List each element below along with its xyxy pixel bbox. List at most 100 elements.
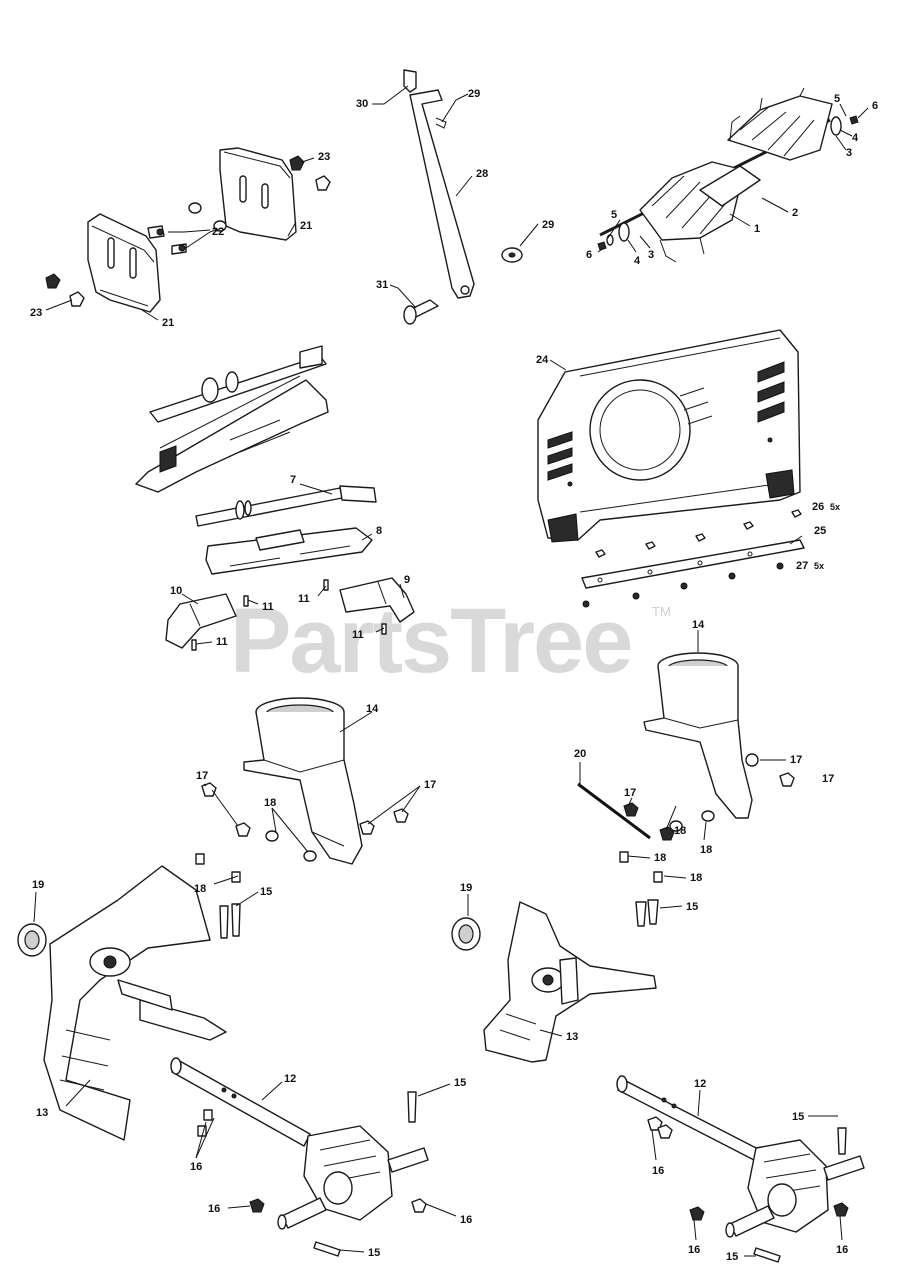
label-17c: 17 <box>790 754 802 766</box>
label-15a: 15 <box>260 886 272 898</box>
callout-labels: 30 29 28 29 31 23 22 21 21 23 5 6 4 3 2 … <box>30 88 878 1263</box>
label-26: 26 <box>812 501 824 513</box>
label-15c: 15 <box>454 1077 466 1089</box>
label-16a: 16 <box>190 1161 202 1173</box>
label-5a: 5 <box>834 93 840 105</box>
label-31: 31 <box>376 279 388 291</box>
bearing-center[interactable] <box>451 917 481 951</box>
label-16c: 16 <box>208 1203 220 1215</box>
hairpin-clip[interactable] <box>435 117 447 129</box>
chute-hardware-right[interactable] <box>619 753 795 927</box>
scraper-bolts[interactable] <box>595 509 802 558</box>
label-18c: 18 <box>674 825 686 837</box>
impeller-center[interactable] <box>483 901 657 1063</box>
skid-shoe-front[interactable] <box>87 213 161 313</box>
watermark-trademark: TM <box>652 604 671 619</box>
label-11a: 11 <box>262 601 274 613</box>
bottom-hardware[interactable] <box>197 1091 849 1263</box>
label-4a: 4 <box>852 132 859 144</box>
label-6a: 6 <box>872 100 878 112</box>
gearbox-left[interactable] <box>170 1057 429 1230</box>
label-10: 10 <box>170 585 182 597</box>
label-6b: 6 <box>586 249 592 261</box>
carriage-bolts[interactable] <box>147 202 227 255</box>
auger-assembly[interactable] <box>597 87 859 263</box>
label-29b: 29 <box>542 219 554 231</box>
label-14b: 14 <box>692 619 705 631</box>
label-30: 30 <box>356 98 368 110</box>
end-cap-left[interactable] <box>165 593 237 649</box>
label-9: 9 <box>404 574 410 586</box>
discharge-chute-right[interactable] <box>643 652 753 819</box>
label-16f: 16 <box>836 1244 848 1256</box>
auger-housing[interactable] <box>537 329 801 543</box>
label-16e: 16 <box>688 1244 700 1256</box>
label-18a: 18 <box>264 797 276 809</box>
rod-handle[interactable] <box>409 89 475 299</box>
label-11c: 11 <box>352 629 364 641</box>
label-18b: 18 <box>194 883 206 895</box>
label-16b: 16 <box>652 1165 664 1177</box>
label-25: 25 <box>814 525 826 537</box>
label-12b: 12 <box>694 1078 706 1090</box>
label-20: 20 <box>574 748 586 760</box>
pin-31[interactable] <box>403 299 439 325</box>
skid-shoe-rear[interactable] <box>219 147 297 241</box>
label-21a: 21 <box>300 220 312 232</box>
label-15e: 15 <box>368 1247 380 1259</box>
flange-nuts[interactable] <box>45 155 331 307</box>
label-27-qty: 5x <box>814 561 824 571</box>
scraper-nuts[interactable] <box>582 562 784 608</box>
label-7: 7 <box>290 474 296 486</box>
discharge-chute-left[interactable] <box>243 697 363 865</box>
screws-11[interactable] <box>191 579 387 651</box>
drive-rod-20[interactable] <box>577 782 651 840</box>
label-1: 1 <box>754 223 760 235</box>
gearbox-right[interactable] <box>616 1075 865 1238</box>
label-17e: 17 <box>624 787 636 799</box>
chute-shaft[interactable] <box>195 485 377 527</box>
label-28: 28 <box>476 168 488 180</box>
label-14a: 14 <box>366 703 379 715</box>
label-18d: 18 <box>700 844 712 856</box>
label-23a: 23 <box>318 151 330 163</box>
clevis-pin[interactable] <box>403 69 417 93</box>
label-3b: 3 <box>648 249 654 261</box>
label-17a: 17 <box>196 770 208 782</box>
label-8: 8 <box>376 525 382 537</box>
bolts-left-impeller[interactable] <box>219 903 241 939</box>
bearing-left[interactable] <box>17 923 47 957</box>
label-11b: 11 <box>298 593 310 605</box>
chute-cover[interactable] <box>205 527 373 575</box>
label-19b: 19 <box>460 882 472 894</box>
label-26-qty: 5x <box>830 502 840 512</box>
label-17b: 17 <box>424 779 436 791</box>
label-11d: 11 <box>216 636 228 648</box>
label-13a: 13 <box>36 1107 48 1119</box>
leader-lines <box>33 85 869 1257</box>
label-13b: 13 <box>566 1031 578 1043</box>
label-29a: 29 <box>468 88 480 100</box>
washer[interactable] <box>501 247 523 263</box>
label-24: 24 <box>536 354 549 366</box>
label-15b: 15 <box>686 901 698 913</box>
label-23b: 23 <box>30 307 42 319</box>
impeller-left[interactable] <box>43 865 227 1141</box>
label-5b: 5 <box>611 209 617 221</box>
chute-control-rod-group <box>403 69 523 325</box>
label-15d: 15 <box>792 1111 804 1123</box>
label-27: 27 <box>796 560 808 572</box>
assembled-chute-drive[interactable] <box>135 345 329 493</box>
label-18f: 18 <box>690 872 702 884</box>
label-17d: 17 <box>822 773 834 785</box>
chute-hardware-left[interactable] <box>195 782 409 883</box>
scraper-bar[interactable] <box>581 539 805 589</box>
skid-shoes-group <box>45 147 331 313</box>
end-cap-right[interactable] <box>339 577 415 623</box>
watermark: PartsTree TM <box>230 590 671 692</box>
label-3a: 3 <box>846 147 852 159</box>
label-12a: 12 <box>284 1073 296 1085</box>
label-4b: 4 <box>634 255 641 267</box>
label-22: 22 <box>212 226 224 238</box>
